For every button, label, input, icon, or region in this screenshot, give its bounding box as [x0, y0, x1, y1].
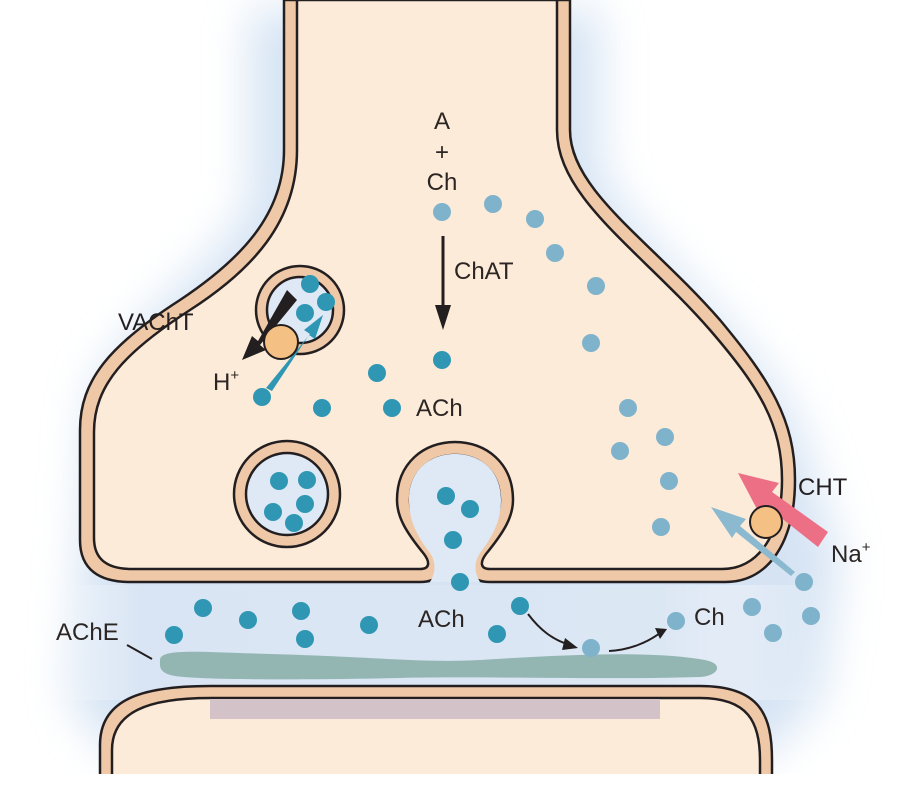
label-ache: AChE — [56, 619, 119, 646]
label-a: A — [434, 108, 450, 135]
postsynaptic-cell — [0, 684, 900, 806]
choline-molecule — [587, 277, 605, 295]
ach-molecule — [296, 630, 314, 648]
ach-molecule — [433, 351, 451, 369]
label-choline-precursor: Ch — [427, 169, 458, 196]
label-choline-cleft: Ch — [694, 604, 725, 631]
chat-arrow — [435, 236, 451, 330]
ach-molecule — [444, 531, 462, 549]
ach-molecule — [194, 599, 212, 617]
label-vacht: VAChT — [118, 309, 194, 336]
choline-molecule — [652, 518, 670, 536]
ach-molecule — [317, 293, 335, 311]
choline-molecule — [764, 624, 782, 642]
label-ach-cytosol: ACh — [416, 395, 463, 422]
choline-molecule — [526, 210, 544, 228]
choline-molecule — [582, 334, 600, 352]
ach-molecule — [285, 514, 303, 532]
synaptic-vesicle-stored — [232, 439, 342, 549]
ach-molecule — [239, 611, 257, 629]
choline-molecule — [743, 598, 761, 616]
choline-molecule — [667, 612, 685, 630]
ach-molecule — [270, 472, 288, 490]
vacht-transporter — [263, 324, 299, 360]
label-proton: H+ — [213, 367, 239, 396]
ach-molecule — [165, 626, 183, 644]
cht-transporter — [749, 505, 783, 539]
choline-molecule — [611, 442, 629, 460]
choline-molecule — [660, 472, 678, 490]
label-ach-cleft: ACh — [418, 606, 465, 633]
choline-molecule — [546, 244, 564, 262]
choline-release-arrow — [608, 628, 667, 652]
label-sodium: Na+ — [831, 539, 871, 568]
ach-molecule — [451, 573, 469, 591]
ach-molecule — [461, 500, 479, 518]
choline-uptake-arrow — [711, 507, 795, 576]
proton-efflux-arrow — [242, 290, 297, 360]
hydrolysis-arrow — [527, 613, 578, 650]
label-chat: ChAT — [454, 258, 514, 285]
bottom-mask — [0, 774, 900, 806]
choline-molecule — [433, 203, 451, 221]
ach-molecule — [253, 388, 271, 406]
ach-molecule — [264, 503, 282, 521]
ach-molecule — [488, 625, 506, 643]
choline-molecule — [656, 428, 674, 446]
choline-molecule — [795, 573, 813, 591]
molecule-dots — [165, 195, 820, 657]
label-cht: CHT — [798, 474, 848, 501]
choline-molecule — [802, 607, 820, 625]
ach-molecule — [360, 616, 378, 634]
ach-molecule — [383, 399, 401, 417]
ach-molecule — [298, 471, 316, 489]
choline-molecule — [484, 195, 502, 213]
ach-molecule — [296, 304, 314, 322]
receptor-band — [210, 699, 660, 719]
ach-molecule — [296, 495, 314, 513]
ach-uptake-arrow — [266, 315, 323, 391]
sodium-influx-arrow — [738, 473, 828, 547]
ache-leader-line — [126, 644, 153, 660]
ach-molecule — [437, 487, 455, 505]
ach-molecule — [292, 602, 310, 620]
fusion-pore-lumen — [409, 454, 501, 582]
ach-molecule — [301, 275, 319, 293]
ach-molecule — [313, 399, 331, 417]
choline-molecule — [619, 399, 637, 417]
label-plus: + — [435, 139, 449, 166]
ache-enzyme-layer — [159, 651, 718, 680]
choline-molecule — [582, 639, 600, 657]
ach-molecule — [511, 597, 529, 615]
ach-molecule — [368, 364, 386, 382]
